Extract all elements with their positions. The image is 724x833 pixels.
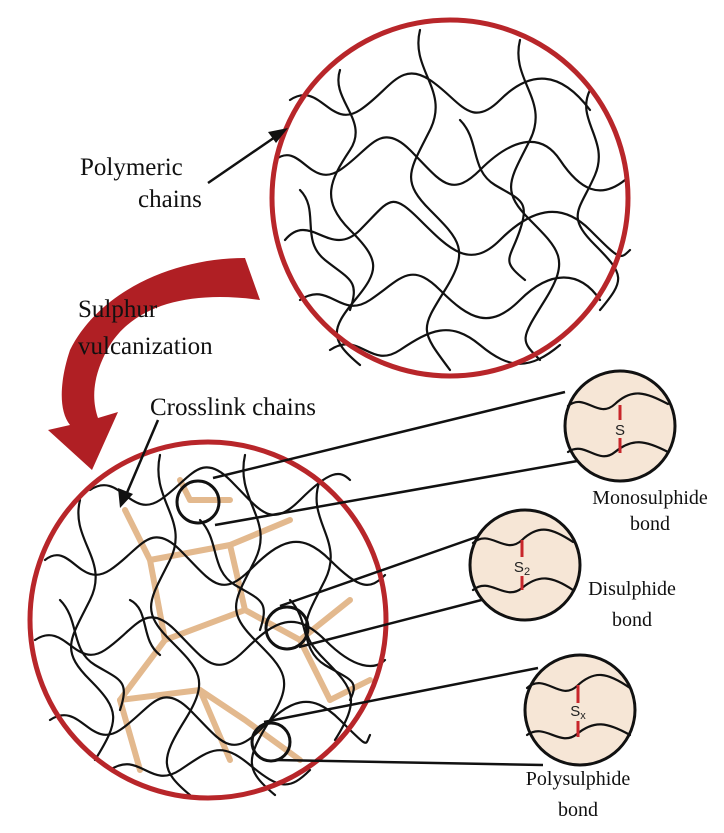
polymer-network-circle (272, 20, 630, 376)
poly-subscript: x (580, 710, 586, 722)
disulphide-label-line1: Disulphide (588, 578, 676, 600)
vulcanization-label-line2: vulcanization (78, 333, 213, 360)
polysulphide-label-line1: Polysulphide (526, 768, 631, 790)
monosulphide-label-line2: bond (630, 513, 670, 535)
poly-symbol: S (570, 703, 580, 720)
di-symbol: S (514, 559, 524, 576)
polymeric-chains-label-line1: Polymeric (80, 154, 183, 181)
di-subscript: 2 (524, 566, 530, 578)
disulphide-bond-circle: S2 (470, 510, 580, 620)
polysulphide-label-line2: bond (558, 799, 598, 821)
vulcanization-label-line1: Sulphur (78, 296, 158, 323)
mono-symbol: S (615, 422, 625, 439)
polysulphide-bond-circle: Sx (525, 655, 635, 765)
svg-text:S: S (615, 422, 625, 439)
crosslinked-network-circle (30, 442, 386, 798)
crosslink-chains-label: Crosslink chains (150, 394, 316, 421)
vulcanization-arrow (48, 258, 260, 470)
disulphide-label-line2: bond (612, 609, 652, 631)
monosulphide-bond-circle: S (565, 371, 675, 481)
monosulphide-label-line1: Monosulphide (592, 487, 708, 509)
polymeric-chains-label-line2: chains (138, 186, 202, 213)
